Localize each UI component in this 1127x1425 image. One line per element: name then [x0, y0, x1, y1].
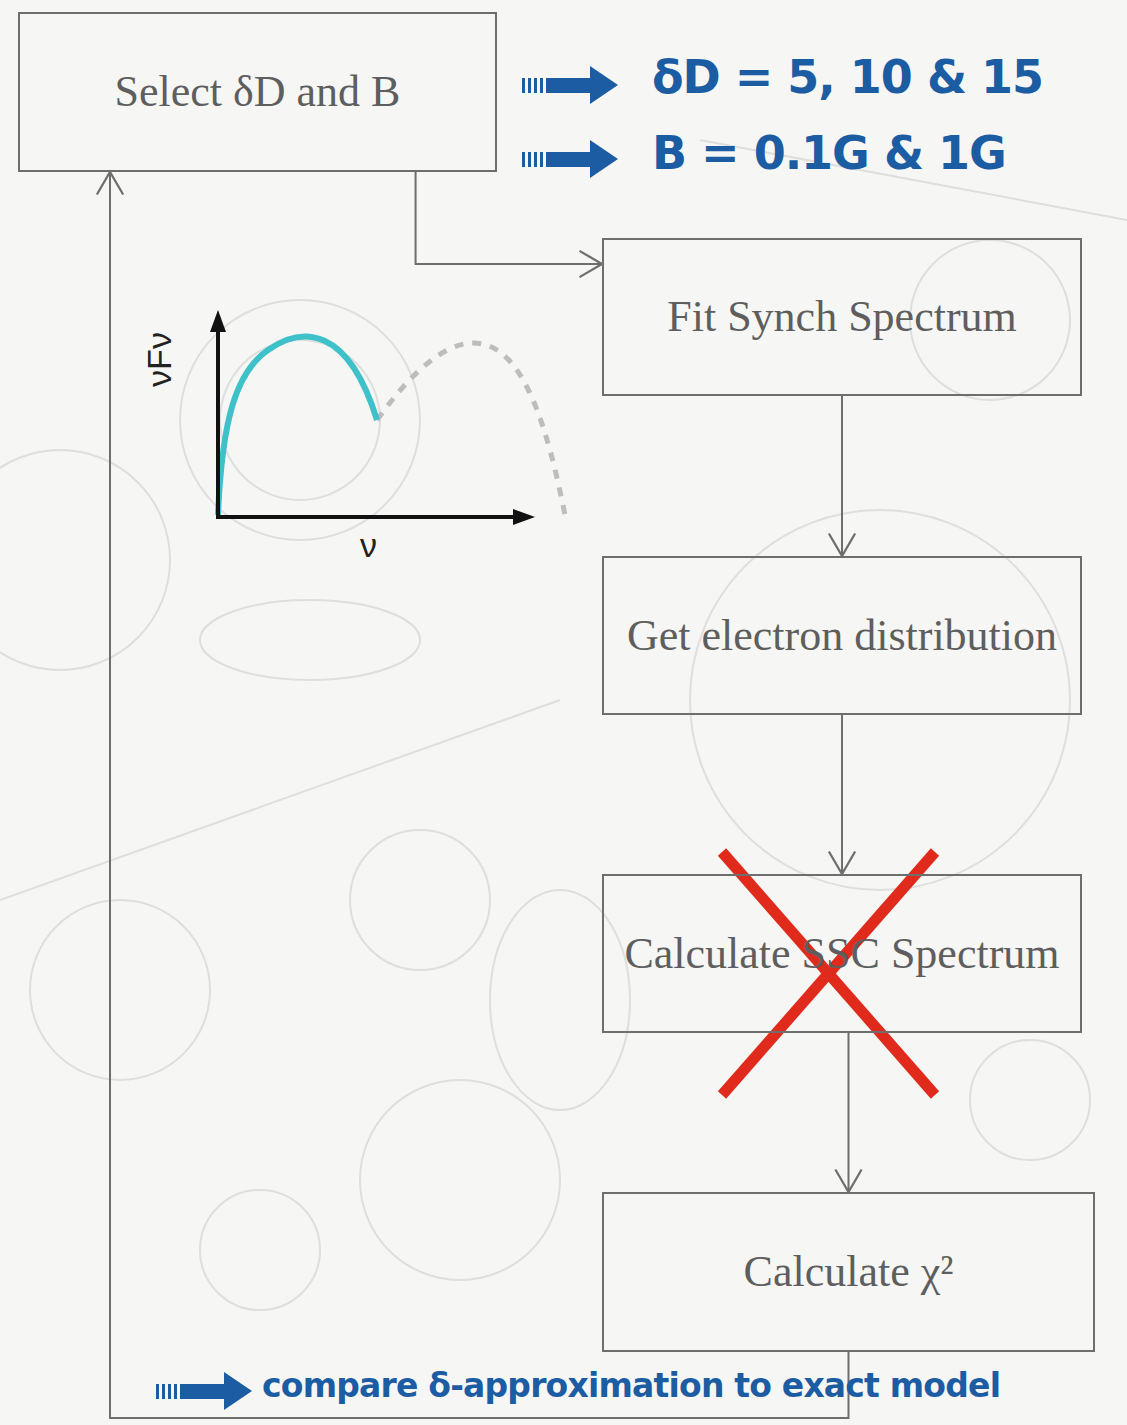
sketch-shape	[528, 78, 531, 93]
box-text: Calculate χ²	[744, 1239, 954, 1305]
blue-pointer	[156, 1372, 252, 1410]
sketch-shape	[200, 600, 420, 680]
sketch-shape	[540, 78, 543, 93]
sketch-shape	[220, 340, 380, 500]
process-box: Fit Synch Spectrum	[602, 238, 1082, 396]
axis-label: ν	[360, 526, 377, 565]
flow-arrow	[841, 715, 843, 874]
sketch-shape	[522, 78, 525, 93]
flow-arrow	[841, 396, 843, 556]
label-text: νFν	[140, 332, 178, 387]
sketch-shape	[546, 152, 590, 167]
astronomy-sketches	[0, 140, 1127, 1310]
label-text: compare δ-approximation to exact model	[262, 1366, 1000, 1405]
flow-arrow	[110, 172, 849, 1418]
box-text: Get electron distribution	[627, 603, 1057, 669]
sketch-shape	[224, 1372, 252, 1410]
y-axis	[216, 330, 220, 518]
sketch-shape	[528, 152, 531, 167]
sketch-shape	[590, 66, 618, 104]
box-text: Calculate SSC Spectrum	[624, 921, 1059, 987]
sketch-shape	[590, 140, 618, 178]
sketch-shape	[350, 830, 490, 970]
sketch-shape	[200, 1190, 320, 1310]
sketch-shape	[180, 300, 420, 540]
sketch-shape	[490, 890, 630, 1110]
sketch-shape	[0, 450, 170, 670]
process-box: Calculate SSC Spectrum	[602, 874, 1082, 1033]
sketch-shape	[156, 1384, 159, 1399]
sketch-shape	[534, 78, 537, 93]
sketch-shape	[522, 152, 525, 167]
sketch-shape	[162, 1384, 165, 1399]
sketch-shape	[0, 700, 560, 900]
parameter-note: δD = 5, 10 & 15	[652, 50, 1043, 104]
sketch-shape	[180, 1384, 224, 1399]
axis-arrowhead	[513, 509, 535, 525]
blue-pointer	[522, 140, 618, 178]
process-box: Get electron distribution	[602, 556, 1082, 715]
sketch-shape	[970, 1040, 1090, 1160]
box-text: Select δD and B	[115, 59, 401, 125]
spectrum-sketch	[210, 310, 565, 525]
sketch-shape	[174, 1384, 177, 1399]
sketch-shape	[540, 152, 543, 167]
parameter-note: B = 0.1G & 1G	[652, 126, 1006, 180]
flow-arrow	[848, 1033, 850, 1192]
process-box: Calculate χ²	[602, 1192, 1095, 1352]
label-text: ν	[360, 526, 377, 564]
sketch-shape	[168, 1384, 171, 1399]
sketch-shape	[546, 78, 590, 93]
x-axis	[216, 515, 515, 519]
label-text: B = 0.1G & 1G	[652, 126, 1006, 180]
blue-pointer	[522, 66, 618, 104]
axis-arrowhead	[210, 310, 226, 332]
comparison-note: compare δ-approximation to exact model	[262, 1366, 1000, 1405]
label-text: δD = 5, 10 & 15	[652, 50, 1043, 104]
box-text: Fit Synch Spectrum	[667, 284, 1017, 350]
synchrotron-curve	[218, 337, 377, 515]
axis-label: νFν	[140, 332, 179, 387]
flow-arrow	[416, 172, 602, 264]
sketch-shape	[690, 510, 1070, 890]
process-box: Select δD and B	[18, 12, 497, 172]
sketch-shape	[534, 152, 537, 167]
sketch-shape	[360, 1080, 560, 1280]
sketch-shape	[30, 900, 210, 1080]
ssc-dashed-curve	[377, 343, 565, 515]
